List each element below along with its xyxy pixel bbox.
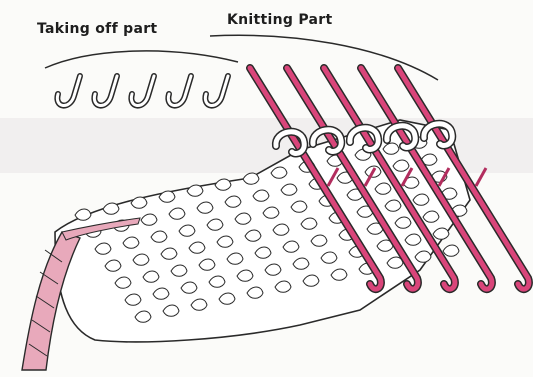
stitch: [215, 179, 231, 190]
taking-off-bracket: [45, 51, 238, 68]
stitch: [131, 197, 147, 208]
knitting-part-label: Knitting Part: [227, 12, 333, 28]
stitch: [187, 185, 203, 196]
taking-off-part-label: Taking off part: [37, 21, 157, 37]
idle-needles-group: [57, 76, 228, 106]
stitch: [443, 245, 459, 256]
stitch: [103, 203, 119, 214]
stitch: [243, 173, 259, 184]
stitch: [75, 209, 91, 220]
